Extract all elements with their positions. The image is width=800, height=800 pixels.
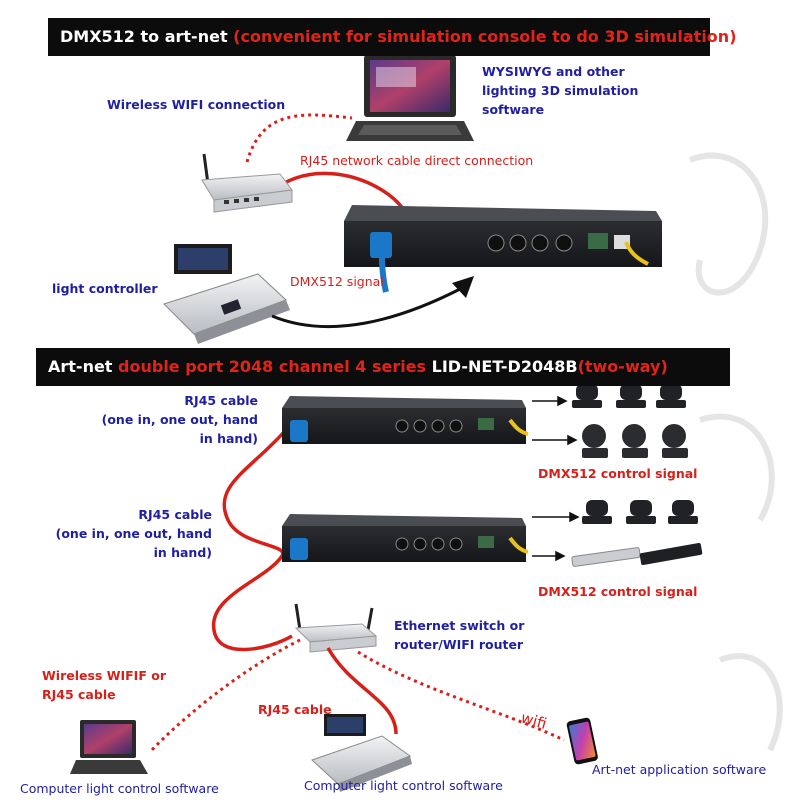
beam-head-fixtures-row2 (582, 424, 688, 458)
moving-head-fixtures-row1 (572, 384, 686, 408)
rj45-chain-cable (212, 430, 293, 652)
wifi-connection-label: Wireless WIFI connection (107, 97, 286, 112)
artnet-device-lower (282, 514, 526, 562)
led-bar-fixtures (571, 543, 703, 567)
laptop-wysiwyg (346, 55, 474, 141)
rj45-cable-console (326, 647, 398, 735)
switch-router-label-line1: Ethernet switch or (394, 618, 525, 633)
rj45-plug-blue-top (370, 232, 392, 293)
artnet-device-upper (282, 396, 526, 444)
section1-title-plain: DMX512 to art-net (60, 27, 228, 46)
dmx-control-label-2: DMX512 control signal (538, 584, 698, 599)
rj45-cable-label-2-line3: in hand) (153, 545, 212, 560)
computer-software-label: Computer light control software (20, 781, 219, 796)
dmx-signal-arrow (271, 286, 463, 329)
rj45-direct-label: RJ45 network cable direct connection (300, 153, 534, 168)
watermark-decoration (688, 152, 783, 752)
laptop-bottom (70, 720, 148, 774)
wireless-rj45-label: Wireless WIFIF or RJ45 cable (42, 666, 166, 704)
switch-router-label-line2: router/WIFI router (394, 637, 524, 652)
yellow-cable-top (624, 241, 649, 266)
rj45-cable-label-2: RJ45 cable (one in, one out, hand in han… (52, 505, 212, 562)
software-label-line3: software (482, 102, 545, 117)
section2-title-red: double port 2048 channel 4 series (118, 357, 427, 376)
yellow-cable-upper (508, 418, 529, 436)
rj45-cable-label-1: RJ45 cable (one in, one out, hand in han… (100, 391, 258, 448)
rj45-plug-blue-upper (290, 420, 308, 442)
section2-title-banner: Art-net double port 2048 channel 4 serie… (36, 348, 730, 386)
wifi-text: wifi (519, 709, 549, 733)
section2-title-plain: Art-net (48, 357, 113, 376)
section1-title-red: (convenient for simulation console to do… (233, 27, 737, 46)
software-label-line1: WYSIWYG and other (482, 64, 625, 79)
dmx-artnet-device-top (344, 205, 662, 267)
rj45-cable-label-2-line1: RJ45 cable (138, 507, 212, 522)
rj45-cable-label-1-line1: RJ45 cable (184, 393, 258, 408)
wifi-dotted-link (245, 113, 353, 163)
wireless-rj45-label-line2: RJ45 cable (42, 687, 116, 702)
smartphone (566, 717, 598, 765)
wireless-rj45-label-line1: Wireless WIFIF or (42, 668, 166, 683)
section2-title-red2: (two-way) (577, 357, 668, 376)
dmx-control-label-1: DMX512 control signal (538, 466, 698, 481)
console-bottom (311, 714, 412, 792)
software-label: WYSIWYG and other lighting 3D simulation… (482, 62, 638, 119)
switch-router-label: Ethernet switch or router/WIFI router (394, 616, 524, 654)
moving-head-fixtures-row3 (582, 500, 698, 524)
rj45-cable-label-3: RJ45 cable (258, 702, 332, 717)
section1-title-banner: DMX512 to art-net (convenient for simula… (48, 18, 737, 56)
wifi-dotted-link-phone (357, 650, 565, 742)
yellow-cable-lower (508, 536, 529, 554)
software-label-line2: lighting 3D simulation (482, 83, 639, 98)
rj45-cable-label-1-line3: in hand) (199, 431, 258, 446)
light-controller-label: light controller (52, 281, 158, 296)
rj45-plug-blue-lower (290, 538, 308, 560)
rj45-cable-label-2-line2: (one in, one out, hand (55, 526, 212, 541)
dmx-output-arrows (532, 395, 580, 562)
wifi-router-top (201, 153, 293, 213)
section2-title-model: LID-NET-D2048B (431, 357, 578, 376)
rj45-cable-label-1-line2: (one in, one out, hand (101, 412, 258, 427)
dmx-signal-label: DMX512 signal (290, 274, 384, 289)
app-software-label: Art-net application software (592, 762, 767, 777)
ethernet-switch-router (294, 603, 378, 653)
console-software-label: Computer light control software (304, 778, 503, 793)
light-controller-top (163, 244, 290, 344)
wifi-dotted-link-laptop (148, 638, 301, 754)
